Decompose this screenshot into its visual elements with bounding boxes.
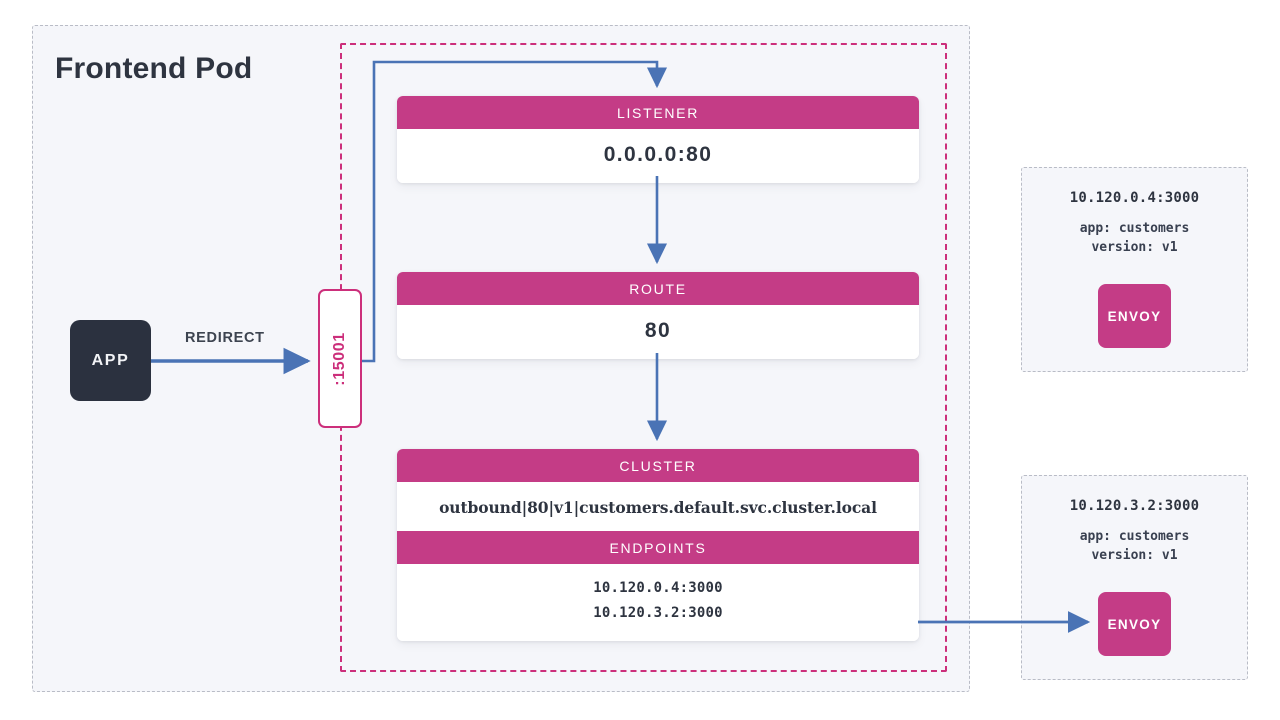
envoy-label: ENVOY (1107, 616, 1162, 632)
redirect-label: REDIRECT (185, 330, 265, 346)
pod-label-app: app: customers (1079, 221, 1190, 236)
port-15001-box: :15001 (318, 289, 362, 428)
route-value: 80 (397, 305, 919, 359)
route-header: ROUTE (397, 272, 919, 305)
upstream-pod-1-labels: app: customers version: v1 (1022, 220, 1247, 258)
endpoint-item: 10.120.3.2:3000 (593, 604, 723, 621)
endpoint-item: 10.120.0.4:3000 (593, 580, 723, 596)
cluster-header: CLUSTER (397, 449, 919, 482)
listener-header: LISTENER (397, 96, 919, 129)
upstream-pod-2-address: 10.120.3.2:3000 (1069, 498, 1200, 514)
endpoints-header: ENDPOINTS (397, 531, 919, 564)
upstream-pod-2: 10.120.3.2:3000 app: customers version: … (1021, 475, 1248, 680)
cluster-value: outbound|80|v1|customers.default.svc.clu… (397, 482, 919, 531)
port-15001-label: :15001 (331, 331, 348, 386)
upstream-pod-2-labels: app: customers version: v1 (1022, 528, 1247, 566)
pod-label-version: version: v1 (1091, 239, 1178, 255)
page-title: Frontend Pod (55, 52, 253, 85)
listener-value: 0.0.0.0:80 (397, 129, 919, 183)
cluster-card: CLUSTER outbound|80|v1|customers.default… (397, 449, 919, 641)
upstream-pod-1-address: 10.120.0.4:3000 (1069, 190, 1200, 206)
envoy-label: ENVOY (1107, 308, 1162, 324)
endpoints-list: 10.120.0.4:3000 10.120.3.2:3000 (397, 564, 919, 641)
pod-label-app: app: customers (1079, 529, 1190, 544)
app-label: APP (91, 351, 130, 369)
listener-card: LISTENER 0.0.0.0:80 (397, 96, 919, 183)
upstream-pod-2-envoy-chip: ENVOY (1098, 592, 1171, 656)
app-container-box: APP (70, 320, 151, 401)
upstream-pod-1-envoy-chip: ENVOY (1098, 284, 1171, 348)
upstream-pod-1: 10.120.0.4:3000 app: customers version: … (1021, 167, 1248, 372)
route-card: ROUTE 80 (397, 272, 919, 359)
pod-label-version: version: v1 (1091, 547, 1178, 563)
